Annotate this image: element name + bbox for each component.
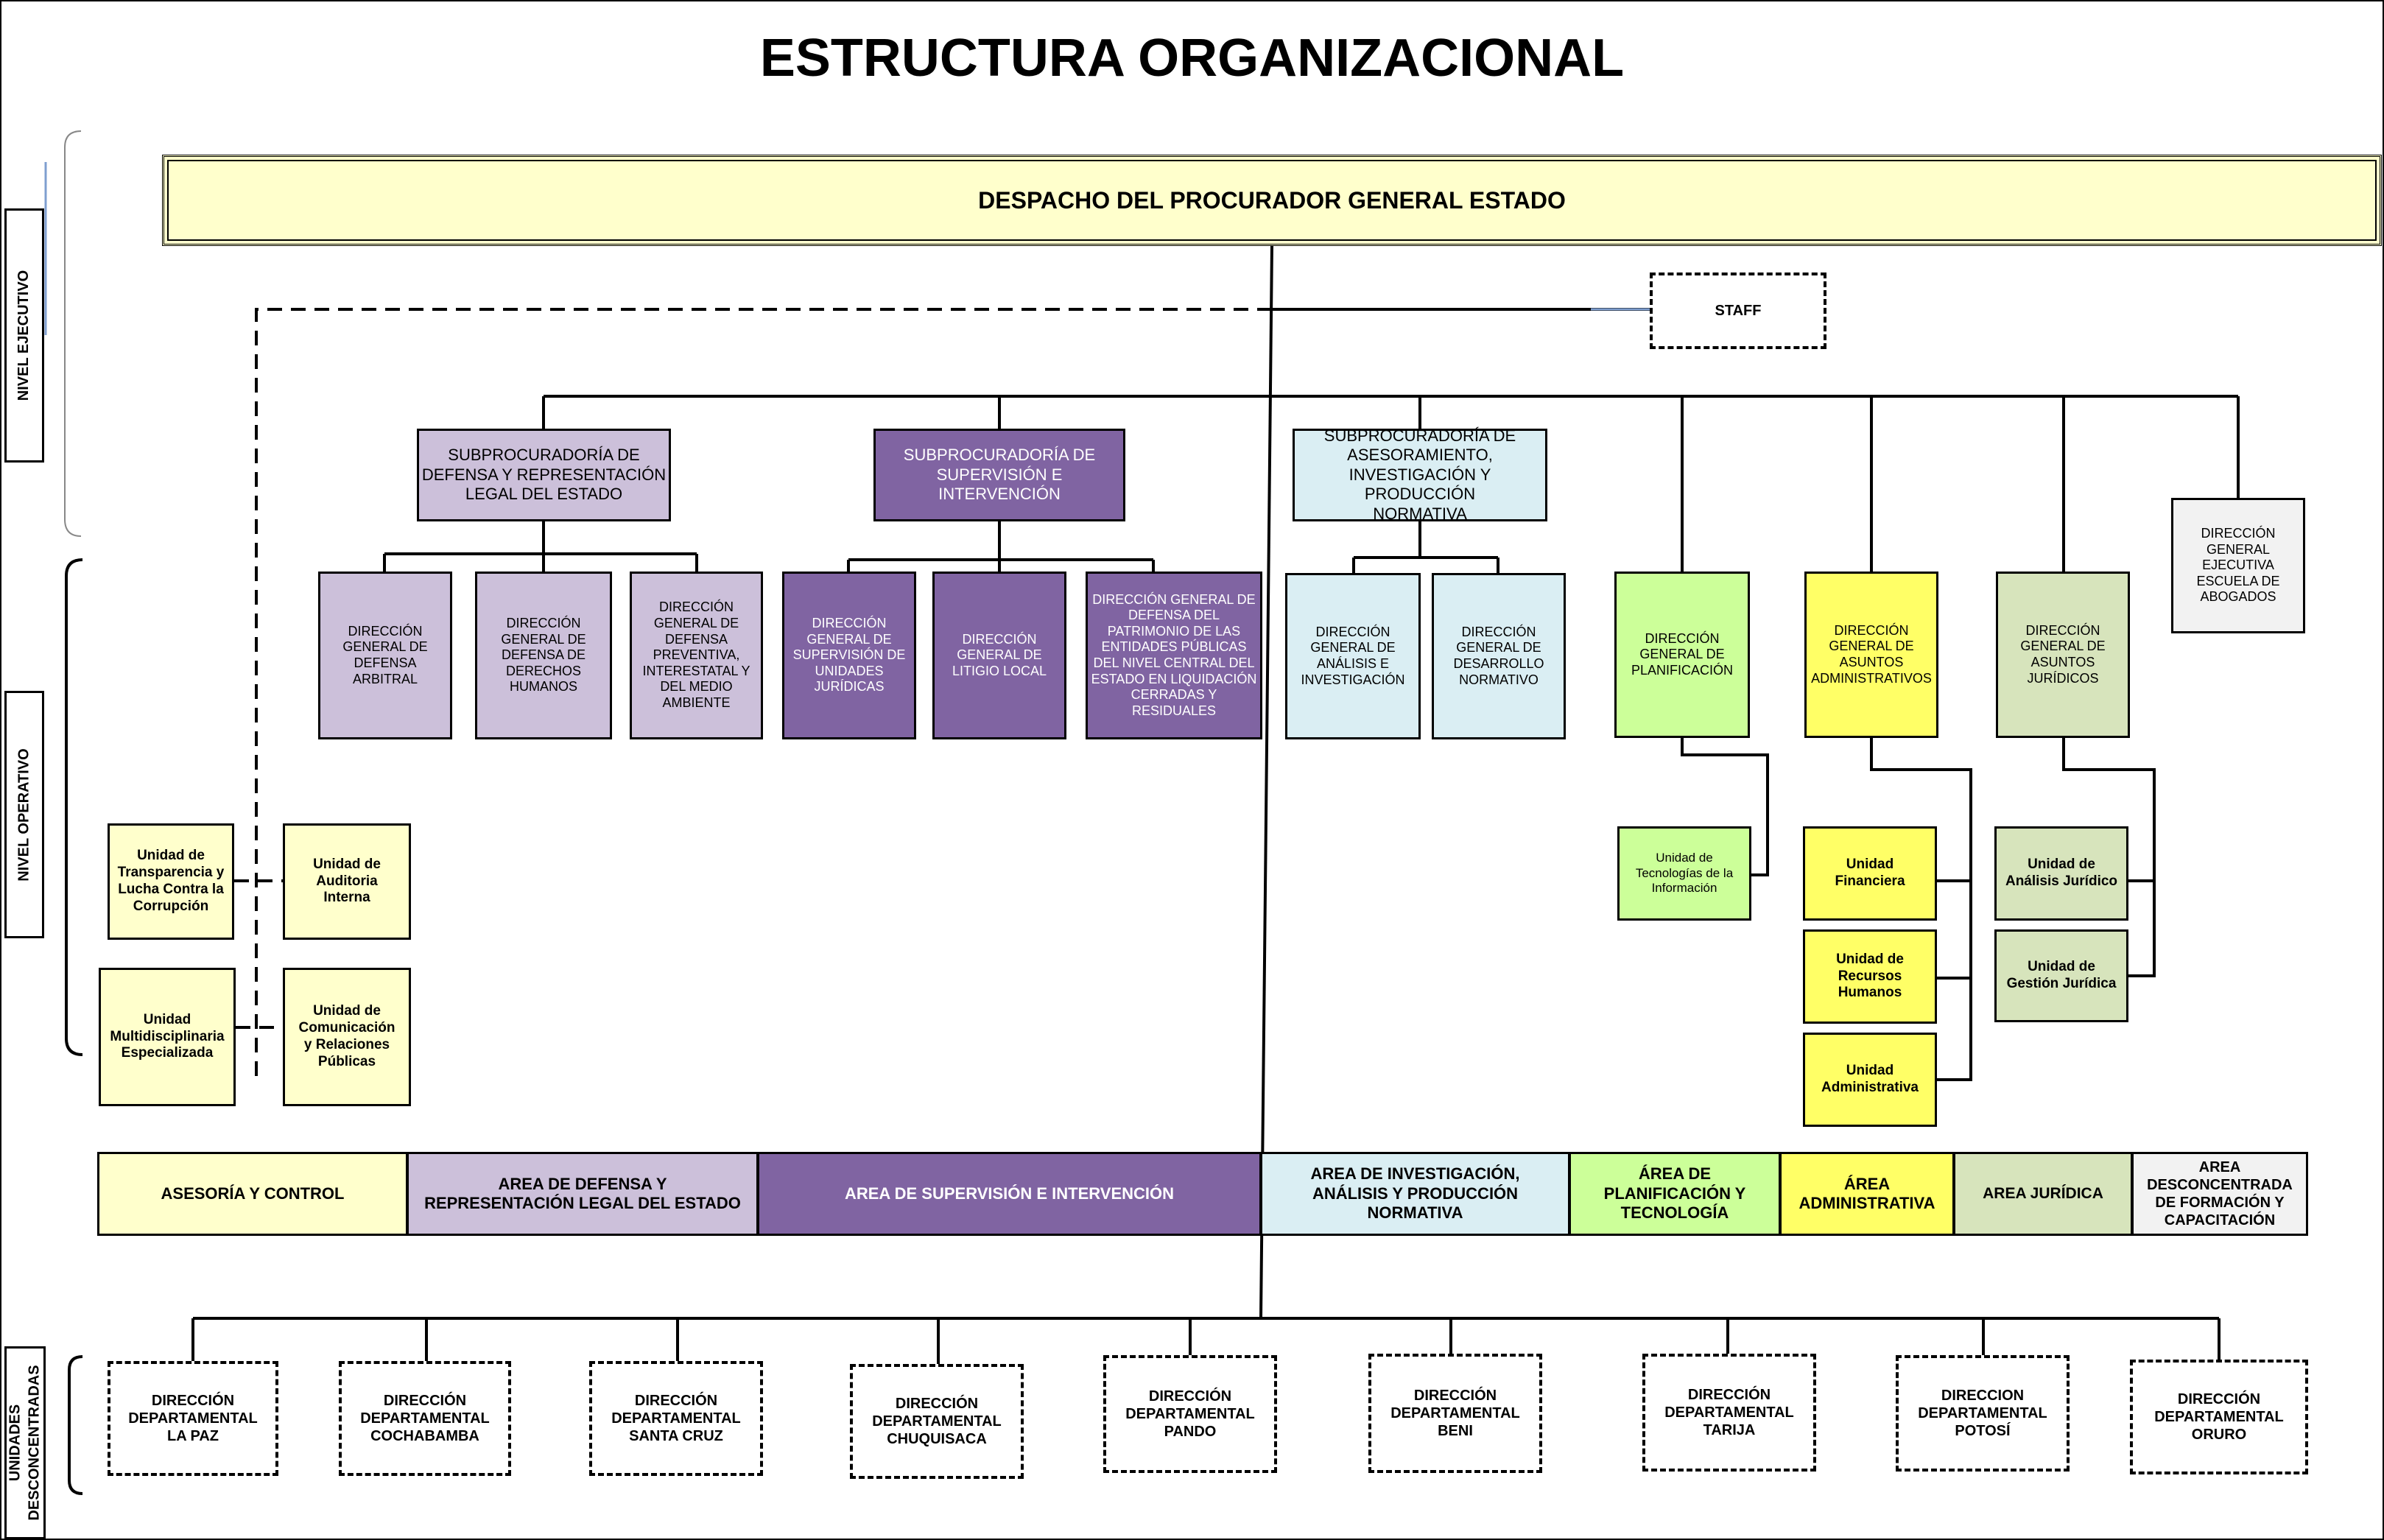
direccion-patrimonio: DIRECCIÓN GENERAL DE DEFENSA DEL PATRIMO… bbox=[1086, 572, 1262, 739]
direccion-desarrollo-normativo: DIRECCIÓN GENERAL DE DESARROLLO NORMATIV… bbox=[1432, 573, 1566, 739]
staff-box: STAFF bbox=[1650, 273, 1826, 349]
unidad-recursos-humanos: Unidad de Recursos Humanos bbox=[1803, 929, 1937, 1024]
direccion-asuntos-juridicos: DIRECCIÓN GENERAL DE ASUNTOS JURÍDICOS bbox=[1996, 572, 2130, 738]
area-supervision: AREA DE SUPERVISIÓN E INTERVENCIÓN bbox=[757, 1152, 1262, 1236]
area-administrativa: ÁREA ADMINISTRATIVA bbox=[1779, 1152, 1955, 1236]
despacho-box: DESPACHO DEL PROCURADOR GENERAL ESTADO bbox=[162, 155, 2382, 246]
departamental-label: DIRECCIÓN DEPARTAMENTAL COCHABAMBA bbox=[360, 1393, 490, 1444]
unidad-label: Unidad de Gestión Jurídica bbox=[2006, 959, 2117, 991]
area-label: ÁREA DE PLANIFICACIÓN Y TECNOLOGÍA bbox=[1603, 1164, 1746, 1223]
direccion-label: DIRECCIÓN GENERAL DE ASUNTOS ADMINISTRAT… bbox=[1811, 622, 1932, 686]
direccion-derechos-humanos: DIRECCIÓN GENERAL DE DEFENSA DE DERECHOS… bbox=[475, 572, 612, 739]
departamental-label: DIRECCIÓN DEPARTAMENTAL ORURO bbox=[2154, 1391, 2284, 1443]
area-label: AREA DE SUPERVISIÓN E INTERVENCIÓN bbox=[844, 1184, 1174, 1203]
subprocuraduria-asesoramiento-label: SUBPROCURADORÍA DE ASESORAMIENTO, INVEST… bbox=[1323, 426, 1516, 523]
direccion-departamental-oruro: DIRECCIÓN DEPARTAMENTAL ORURO bbox=[2130, 1360, 2308, 1474]
unidad-label: Unidad de Recursos Humanos bbox=[1836, 951, 1904, 1001]
direccion-departamental-potosi: DIRECCION DEPARTAMENTAL POTOSÍ bbox=[1896, 1355, 2070, 1472]
direccion-departamental-chuquisaca: DIRECCIÓN DEPARTAMENTAL CHUQUISACA bbox=[850, 1364, 1024, 1479]
direccion-departamental-tarija: DIRECCIÓN DEPARTAMENTAL TARIJA bbox=[1642, 1354, 1816, 1472]
subprocuraduria-defensa-label: SUBPROCURADORÍA DE DEFENSA Y REPRESENTAC… bbox=[421, 446, 667, 504]
escuela-abogados-box: DIRECCIÓN GENERAL EJECUTIVA ESCUELA DE A… bbox=[2171, 498, 2305, 633]
departamental-label: DIRECCIÓN DEPARTAMENTAL LA PAZ bbox=[128, 1393, 258, 1444]
unidad-administrativa: Unidad Administrativa bbox=[1803, 1033, 1937, 1127]
area-juridica: AREA JURÍDICA bbox=[1953, 1152, 2133, 1236]
subprocuraduria-supervision-label: SUBPROCURADORÍA DE SUPERVISIÓN E INTERVE… bbox=[903, 446, 1096, 504]
direccion-label: DIRECCIÓN GENERAL DE ANÁLISIS E INVESTIG… bbox=[1301, 624, 1405, 687]
direccion-planificacion: DIRECCIÓN GENERAL DE PLANIFICACIÓN bbox=[1614, 572, 1750, 738]
direccion-departamental-beni: DIRECCIÓN DEPARTAMENTAL BENI bbox=[1368, 1354, 1542, 1473]
unidad-label: Unidad de Auditoria Interna bbox=[313, 856, 381, 906]
direccion-analisis-investigacion: DIRECCIÓN GENERAL DE ANÁLISIS E INVESTIG… bbox=[1285, 573, 1421, 739]
departamental-label: DIRECCIÓN DEPARTAMENTAL PANDO bbox=[1125, 1388, 1255, 1440]
unidad-label: Unidad de Comunicación y Relaciones Públ… bbox=[298, 1003, 395, 1069]
unidad-label: Unidad Multidisciplinaria Especializada bbox=[110, 1011, 225, 1061]
departamental-label: DIRECCION DEPARTAMENTAL POTOSÍ bbox=[1918, 1388, 2047, 1439]
level-ejecutivo-text: NIVEL EJECUTIVO bbox=[15, 270, 32, 401]
unidad-comunicacion: Unidad de Comunicación y Relaciones Públ… bbox=[283, 968, 411, 1106]
direccion-departamental-santa-cruz: DIRECCIÓN DEPARTAMENTAL SANTA CRUZ bbox=[589, 1361, 763, 1476]
direccion-departamental-pando: DIRECCIÓN DEPARTAMENTAL PANDO bbox=[1103, 1355, 1277, 1473]
area-desconcentrada-formacion: AREA DESCONCENTRADA DE FORMACIÓN Y CAPAC… bbox=[2131, 1152, 2308, 1236]
area-label: AREA DESCONCENTRADA DE FORMACIÓN Y CAPAC… bbox=[2147, 1159, 2293, 1228]
area-label: ASESORÍA Y CONTROL bbox=[161, 1184, 345, 1203]
direccion-label: DIRECCIÓN GENERAL DE LITIGIO LOCAL bbox=[952, 631, 1047, 678]
page-title: ESTRUCTURA ORGANIZACIONAL bbox=[759, 29, 1625, 88]
departamental-label: DIRECCIÓN DEPARTAMENTAL CHUQUISACA bbox=[872, 1396, 1002, 1447]
direccion-litigio-local: DIRECCIÓN GENERAL DE LITIGIO LOCAL bbox=[932, 572, 1066, 739]
area-defensa: AREA DE DEFENSA Y REPRESENTACIÓN LEGAL D… bbox=[407, 1152, 759, 1236]
area-label: ÁREA ADMINISTRATIVA bbox=[1798, 1174, 1935, 1212]
subprocuraduria-supervision: SUBPROCURADORÍA DE SUPERVISIÓN E INTERVE… bbox=[873, 429, 1125, 521]
direccion-supervision-unidades: DIRECCIÓN GENERAL DE SUPERVISIÓN DE UNID… bbox=[782, 572, 916, 739]
level-label-operativo: NIVEL OPERATIVO bbox=[4, 691, 44, 938]
area-label: AREA DE DEFENSA Y REPRESENTACIÓN LEGAL D… bbox=[424, 1174, 741, 1212]
direccion-label: DIRECCIÓN GENERAL DE SUPERVISIÓN DE UNID… bbox=[792, 616, 906, 695]
direccion-label: DIRECCIÓN GENERAL DE DEFENSA DEL PATRIMO… bbox=[1091, 591, 1257, 718]
unidad-gestion-juridica: Unidad de Gestión Jurídica bbox=[1994, 929, 2128, 1022]
unidad-analisis-juridico: Unidad de Análisis Jurídico bbox=[1994, 826, 2128, 921]
unidad-label: Unidad de Tecnologías de la Información bbox=[1635, 851, 1734, 896]
unidad-label: Unidad Administrativa bbox=[1821, 1063, 1919, 1095]
area-planificacion: ÁREA DE PLANIFICACIÓN Y TECNOLOGÍA bbox=[1569, 1152, 1781, 1236]
direccion-asuntos-administrativos: DIRECCIÓN GENERAL DE ASUNTOS ADMINISTRAT… bbox=[1804, 572, 1938, 738]
direccion-label: DIRECCIÓN GENERAL DE PLANIFICACIÓN bbox=[1631, 630, 1734, 678]
unidad-label: Unidad Financiera bbox=[1835, 857, 1905, 889]
area-investigacion: AREA DE INVESTIGACIÓN, ANÁLISIS Y PRODUC… bbox=[1260, 1152, 1570, 1236]
direccion-departamental-cochabamba: DIRECCIÓN DEPARTAMENTAL COCHABAMBA bbox=[339, 1361, 511, 1476]
area-label: AREA JURÍDICA bbox=[1983, 1185, 2103, 1203]
subprocuraduria-defensa: SUBPROCURADORÍA DE DEFENSA Y REPRESENTAC… bbox=[417, 429, 671, 521]
unidad-multidisciplinaria: Unidad Multidisciplinaria Especializada bbox=[99, 968, 236, 1106]
departamental-label: DIRECCIÓN DEPARTAMENTAL BENI bbox=[1390, 1388, 1520, 1439]
unidad-financiera: Unidad Financiera bbox=[1803, 826, 1937, 921]
direccion-label: DIRECCIÓN GENERAL DE ASUNTOS JURÍDICOS bbox=[2020, 622, 2106, 686]
direccion-departamental-la-paz: DIRECCIÓN DEPARTAMENTAL LA PAZ bbox=[108, 1361, 278, 1476]
unidad-label: Unidad de Transparencia y Lucha Contra l… bbox=[117, 848, 225, 914]
departamental-label: DIRECCIÓN DEPARTAMENTAL SANTA CRUZ bbox=[611, 1393, 741, 1444]
direccion-defensa-preventiva: DIRECCIÓN GENERAL DE DEFENSA PREVENTIVA,… bbox=[630, 572, 763, 739]
subprocuraduria-asesoramiento: SUBPROCURADORÍA DE ASESORAMIENTO, INVEST… bbox=[1293, 426, 1547, 523]
direccion-label: DIRECCIÓN GENERAL DE DEFENSA ARBITRAL bbox=[342, 623, 428, 686]
direccion-label: DIRECCIÓN GENERAL DE DESARROLLO NORMATIV… bbox=[1453, 624, 1544, 687]
direccion-defensa-arbitral: DIRECCIÓN GENERAL DE DEFENSA ARBITRAL bbox=[318, 572, 452, 739]
area-asesoria-control: ASESORÍA Y CONTROL bbox=[97, 1152, 408, 1236]
unidad-label: Unidad de Análisis Jurídico bbox=[2005, 857, 2118, 889]
level-label-desconcentradas: UNIDADES DESCONCENTRADAS bbox=[4, 1346, 46, 1539]
level-label-ejecutivo: NIVEL EJECUTIVO bbox=[4, 208, 44, 463]
unidad-auditoria-interna: Unidad de Auditoria Interna bbox=[283, 823, 411, 940]
escuela-abogados-label: DIRECCIÓN GENERAL EJECUTIVA ESCUELA DE A… bbox=[2196, 526, 2280, 605]
unidad-transparencia: Unidad de Transparencia y Lucha Contra l… bbox=[108, 823, 234, 940]
direccion-label: DIRECCIÓN GENERAL DE DEFENSA PREVENTIVA,… bbox=[642, 600, 750, 710]
staff-label: STAFF bbox=[1715, 303, 1762, 319]
level-operativo-text: NIVEL OPERATIVO bbox=[15, 748, 32, 882]
direccion-label: DIRECCIÓN GENERAL DE DEFENSA DE DERECHOS… bbox=[501, 616, 586, 695]
departamental-label: DIRECCIÓN DEPARTAMENTAL TARIJA bbox=[1664, 1387, 1794, 1438]
area-label: AREA DE INVESTIGACIÓN, ANÁLISIS Y PRODUC… bbox=[1310, 1164, 1520, 1223]
unidad-tecnologias: Unidad de Tecnologías de la Información bbox=[1617, 826, 1751, 921]
level-desconcentradas-text: UNIDADES DESCONCENTRADAS bbox=[7, 1365, 43, 1521]
despacho-label: DESPACHO DEL PROCURADOR GENERAL ESTADO bbox=[978, 186, 1566, 214]
